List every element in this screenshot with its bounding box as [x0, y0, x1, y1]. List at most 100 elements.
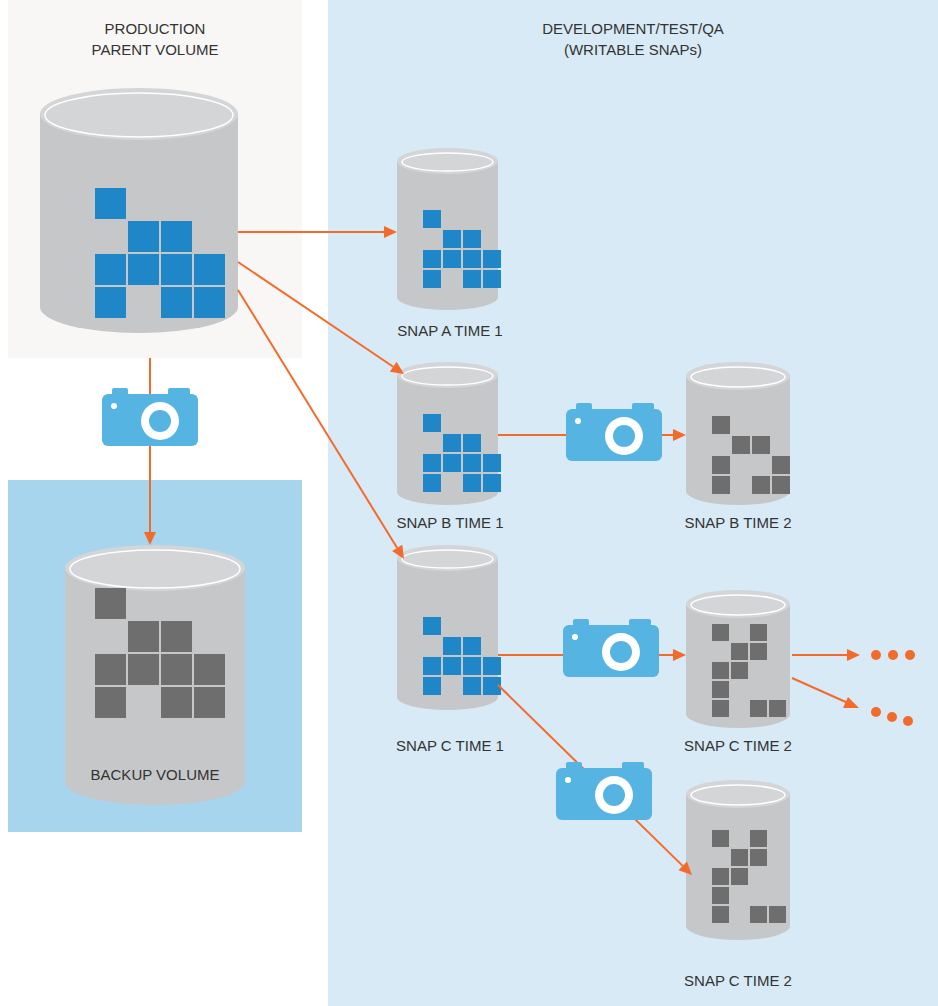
data-block	[443, 454, 461, 472]
volume-cylinder	[40, 88, 238, 335]
data-block	[423, 414, 441, 432]
arrow-head	[144, 532, 156, 545]
snapshot-volume: SNAP C TIME 2	[668, 590, 808, 762]
cylinder-rim	[402, 153, 493, 171]
cylinder-rim	[402, 367, 493, 385]
data-block	[443, 637, 461, 655]
volume-cylinder	[686, 362, 790, 507]
cylinder-body	[397, 375, 498, 505]
cylinder-top	[686, 780, 790, 808]
data-block	[712, 906, 729, 923]
volume-cylinder	[397, 545, 498, 712]
data-block	[423, 677, 441, 695]
continuation-dot	[871, 707, 881, 717]
volume-cylinder	[686, 780, 790, 942]
data-block	[752, 476, 770, 494]
connector-line	[238, 290, 397, 548]
data-block	[423, 210, 441, 228]
data-block	[194, 287, 225, 318]
data-block	[731, 643, 748, 660]
data-block	[463, 434, 481, 452]
data-block	[731, 868, 748, 885]
data-block	[443, 230, 461, 248]
data-block	[731, 662, 748, 679]
arrow-head	[679, 862, 692, 875]
data-block	[772, 456, 790, 474]
data-block	[443, 434, 461, 452]
continuation-arrows	[792, 649, 915, 726]
data-block	[750, 849, 767, 866]
backup-panel: BACKUP VOLUME	[8, 480, 302, 832]
continuation-dot	[887, 712, 897, 722]
camera-icon	[563, 619, 659, 677]
cylinder-body	[686, 794, 790, 940]
data-block	[161, 621, 192, 652]
snapshot-volume: SNAP A TIME 1	[380, 148, 520, 347]
volume-cylinder	[686, 590, 790, 730]
data-block	[750, 643, 767, 660]
data-block	[712, 662, 729, 679]
snapshot-arrow	[238, 262, 404, 374]
data-block	[463, 250, 481, 268]
volume-label: SNAP C TIME 1	[380, 735, 520, 756]
data-block	[483, 250, 501, 268]
cylinder-body	[397, 558, 498, 710]
volume-label: SNAP B TIME 1	[380, 512, 520, 533]
volume-label: SNAP C TIME 2	[668, 970, 808, 991]
data-block	[128, 221, 159, 252]
data-block	[712, 456, 730, 474]
arrow-head	[390, 362, 404, 374]
cylinder-rim	[70, 550, 240, 588]
data-block	[483, 454, 501, 472]
data-block	[423, 617, 441, 635]
cylinder-top	[686, 590, 790, 618]
camera-icon	[566, 403, 662, 461]
data-block	[750, 624, 767, 641]
data-block	[769, 906, 786, 923]
cylinder-body	[686, 604, 790, 728]
snapshot-arrow	[498, 649, 686, 661]
volume-label: SNAP A TIME 1	[380, 320, 520, 341]
data-block	[731, 849, 748, 866]
data-block	[732, 436, 750, 454]
snapshot-volume: SNAP B TIME 2	[668, 362, 808, 539]
arrow-head	[847, 649, 860, 661]
arrow-head	[384, 226, 397, 238]
data-block	[463, 230, 481, 248]
data-block	[194, 654, 225, 685]
snapshot-arrow	[498, 429, 686, 441]
continuation-dot	[903, 716, 913, 726]
cylinder-top	[65, 545, 245, 591]
production-panel: PRODUCTION PARENT VOLUME	[8, 0, 302, 358]
data-block	[483, 677, 501, 695]
data-block	[483, 657, 501, 675]
continuation-dot	[905, 650, 915, 660]
continuation-line	[792, 678, 848, 703]
cylinder-body	[40, 114, 238, 333]
data-block	[483, 474, 501, 492]
cylinder-top	[397, 362, 498, 388]
connector-line	[498, 685, 683, 866]
data-block	[128, 254, 159, 285]
data-block	[712, 700, 729, 717]
data-block	[712, 476, 730, 494]
data-block	[712, 830, 729, 847]
data-block	[712, 681, 729, 698]
snapshot-volume: SNAP C TIME 1	[380, 545, 520, 762]
data-block	[423, 454, 441, 472]
data-block	[750, 700, 767, 717]
volume-label: SNAP C TIME 2	[668, 735, 808, 756]
data-block	[194, 687, 225, 718]
data-block	[463, 657, 481, 675]
data-block	[423, 250, 441, 268]
connector-line	[238, 231, 384, 233]
cylinder-top	[686, 362, 790, 390]
connector-line	[498, 654, 673, 656]
data-block	[161, 687, 192, 718]
cylinder-top	[40, 88, 238, 140]
cylinder-rim	[691, 785, 785, 805]
snapshot-arrow	[144, 358, 156, 545]
cylinder-rim	[402, 550, 493, 568]
snapshot-arrow	[238, 226, 397, 238]
